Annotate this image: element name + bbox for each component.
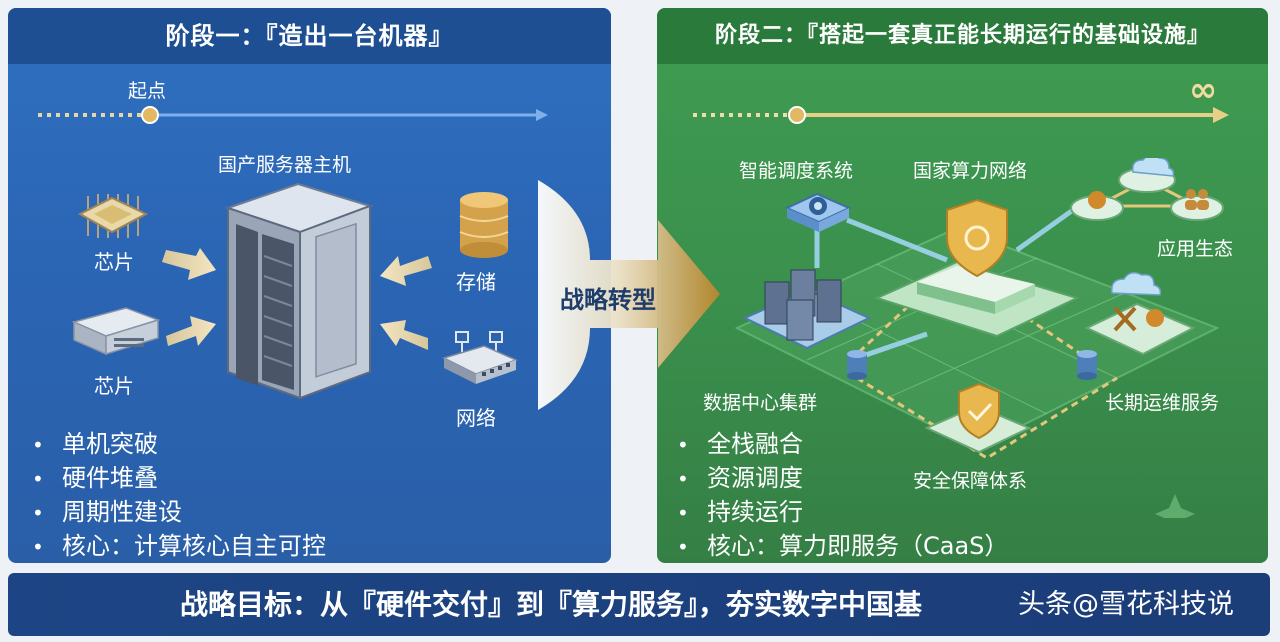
strategic-goal-banner: 战略目标：从『硬件交付』到『算力服务』，夯实数字中国基 头条@雪花科技说 xyxy=(8,573,1270,636)
infinity-icon: ∞ xyxy=(1189,70,1218,110)
strategic-goal-text: 战略目标：从『硬件交付』到『算力服务』，夯实数字中国基 xyxy=(180,588,923,621)
bullet-item: 核心：计算核心自主可控 xyxy=(32,530,326,563)
phase2-timeline xyxy=(693,106,1229,124)
phase2-panel: 阶段二：『搭起一套真正能长期运行的基础设施』 ∞ xyxy=(657,8,1268,563)
start-label: 起点 xyxy=(128,80,167,102)
database-icon xyxy=(459,192,509,258)
node-scheduler-label: 智能调度系统 xyxy=(739,160,854,182)
infrastructure-diagram xyxy=(734,158,1224,518)
phase1-title: 阶段一：『造出一台机器』 xyxy=(8,8,611,64)
database-icon xyxy=(847,350,1097,380)
node-datacenter-label: 数据中心集群 xyxy=(703,392,818,414)
server-rack-icon xyxy=(224,182,374,400)
phase1-bullets: 单机突破 硬件堆叠 周期性建设 核心：计算核心自主可控 xyxy=(32,428,326,563)
bullet-item: 资源调度 xyxy=(677,462,1008,496)
bullet-item: 持续运行 xyxy=(677,496,1008,530)
people-icon xyxy=(1185,189,1209,210)
watermark: 头条@雪花科技说 xyxy=(1018,589,1234,620)
phase1-panel: 阶段一：『造出一台机器』 起点 国产服务器主机 芯片 芯片 xyxy=(8,8,611,563)
bullet-item: 单机突破 xyxy=(32,428,326,462)
network-switch-icon xyxy=(441,331,519,384)
input-arrows xyxy=(162,248,432,350)
phase1-timeline xyxy=(38,106,548,124)
chip-icon xyxy=(77,194,149,238)
bullet-item: 核心：算力即服务（CaaS） xyxy=(677,530,1008,563)
server-label: 国产服务器主机 xyxy=(218,154,352,176)
cloud-icon xyxy=(1111,272,1162,296)
chip-label-2: 芯片 xyxy=(94,374,134,398)
chip-label-1: 芯片 xyxy=(94,250,134,274)
gear-icon xyxy=(1146,309,1164,327)
apps-cluster xyxy=(1070,158,1224,221)
node-national-label: 国家算力网络 xyxy=(913,160,1028,182)
transition-arrow xyxy=(538,180,720,410)
bullet-item: 硬件堆叠 xyxy=(32,462,326,496)
node-ops-label: 长期运维服务 xyxy=(1105,392,1220,414)
cloud-icon xyxy=(1131,158,1175,177)
bullet-item: 周期性建设 xyxy=(32,496,326,530)
node-apps-label: 应用生态 xyxy=(1157,238,1234,260)
bullet-item: 全栈融合 xyxy=(677,428,1008,462)
transition-label: 战略转型 xyxy=(560,286,656,314)
phase2-title: 阶段二：『搭起一套真正能长期运行的基础设施』 xyxy=(657,8,1268,64)
rack-unit-icon xyxy=(71,307,161,356)
storage-label: 存储 xyxy=(456,270,496,294)
gear-icon xyxy=(1088,191,1106,209)
phase2-bullets: 全栈融合 资源调度 持续运行 核心：算力即服务（CaaS） xyxy=(677,428,1008,563)
tools-icon xyxy=(1113,306,1137,332)
network-label: 网络 xyxy=(456,406,496,430)
